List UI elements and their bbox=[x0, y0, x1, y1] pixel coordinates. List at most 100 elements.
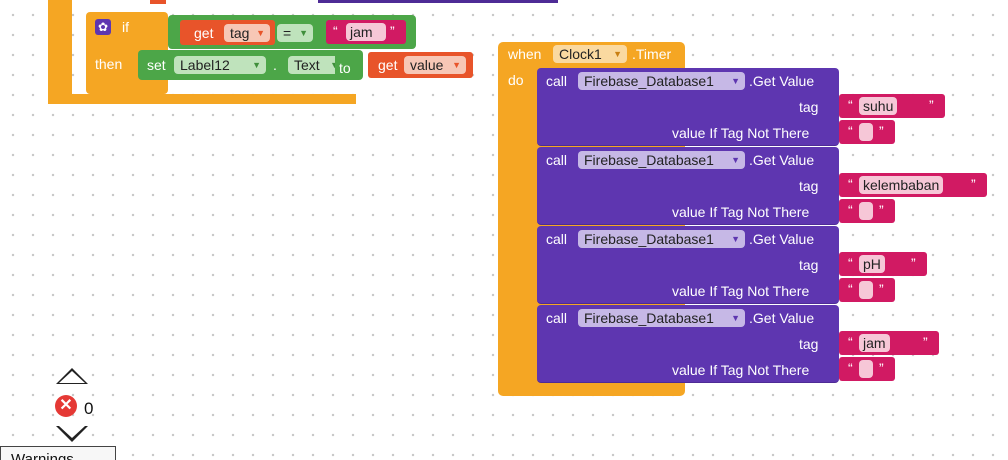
empty-string-value[interactable] bbox=[859, 360, 873, 378]
get-label: get bbox=[194, 25, 214, 41]
dot-label: . bbox=[273, 57, 277, 73]
chevron-down-icon: ▼ bbox=[731, 234, 740, 244]
string-block-empty[interactable]: “ ” bbox=[839, 199, 895, 223]
component-dropdown-label12[interactable]: Label12 ▼ bbox=[174, 56, 266, 74]
arrow-up-icon-inner bbox=[59, 371, 85, 383]
quote-open-icon: “ bbox=[848, 334, 853, 350]
empty-string-value[interactable] bbox=[859, 123, 873, 141]
quote-close-icon: ” bbox=[971, 176, 976, 192]
event-label: .Timer bbox=[632, 46, 672, 62]
default-value-label: value If Tag Not There bbox=[672, 204, 810, 220]
firebase-getvalue-call-block[interactable]: call Firebase_Database1 ▼ .Get Value tag… bbox=[537, 305, 839, 383]
warnings-toggle-button[interactable]: Warnings bbox=[0, 446, 116, 460]
chevron-down-icon: ▼ bbox=[252, 60, 261, 70]
component-name: Firebase_Database1 bbox=[584, 231, 714, 247]
chevron-down-icon: ▼ bbox=[731, 155, 740, 165]
quote-open-icon: “ bbox=[848, 255, 853, 271]
empty-string-value[interactable] bbox=[859, 281, 873, 299]
empty-string-value[interactable] bbox=[859, 202, 873, 220]
string-block-empty[interactable]: “ ” bbox=[839, 278, 895, 302]
method-label: .Get Value bbox=[749, 152, 815, 168]
quote-close-icon: ” bbox=[929, 97, 934, 113]
call-label: call bbox=[546, 152, 568, 168]
component-dropdown-firebase[interactable]: Firebase_Database1 ▼ bbox=[578, 72, 745, 90]
quote-close-icon: ” bbox=[879, 202, 884, 218]
method-label: .Get Value bbox=[749, 73, 815, 89]
string-block-empty[interactable]: “ ” bbox=[839, 357, 895, 381]
error-count: 0 bbox=[84, 399, 94, 418]
arrow-down-icon-inner bbox=[59, 426, 85, 438]
string-block-tag[interactable]: “ pH ” bbox=[839, 252, 927, 276]
quote-open-icon: “ bbox=[848, 202, 853, 218]
compare-block[interactable]: get tag ▼ = ▼ “ jam ” bbox=[168, 15, 416, 49]
quote-open-icon: “ bbox=[848, 97, 853, 113]
tag-string-value[interactable]: pH bbox=[859, 255, 885, 273]
warnings-label: Warnings bbox=[11, 451, 74, 460]
call-label: call bbox=[546, 310, 568, 326]
method-label: .Get Value bbox=[749, 231, 815, 247]
when-label: when bbox=[508, 46, 542, 62]
chevron-down-icon: ▼ bbox=[731, 313, 740, 323]
quote-close-icon: ” bbox=[879, 281, 884, 297]
operator-dropdown[interactable]: = ▼ bbox=[277, 24, 313, 42]
component-dropdown-firebase[interactable]: Firebase_Database1 ▼ bbox=[578, 151, 745, 169]
outer-event-block[interactable] bbox=[48, 0, 72, 104]
get-value-block[interactable]: get value ▼ bbox=[368, 52, 473, 78]
chevron-down-icon: ▼ bbox=[731, 76, 740, 86]
then-label: then bbox=[95, 56, 123, 72]
property-name: Text bbox=[294, 57, 320, 73]
set-label-block[interactable]: set Label12 ▼ . Text ▼ bbox=[138, 50, 363, 80]
component-name: Firebase_Database1 bbox=[584, 73, 714, 89]
call-label: call bbox=[546, 73, 568, 89]
method-label: .Get Value bbox=[749, 310, 815, 326]
outer-event-bottom-bar bbox=[48, 94, 356, 104]
warnings-panel: ✕ 0 bbox=[52, 368, 112, 444]
string-block-jam[interactable]: “ jam ” bbox=[326, 20, 406, 44]
firebase-getvalue-call-block[interactable]: call Firebase_Database1 ▼ .Get Value tag… bbox=[537, 68, 839, 146]
tag-string-value[interactable]: kelembaban bbox=[859, 176, 944, 194]
component-name: Firebase_Database1 bbox=[584, 152, 714, 168]
variable-name: tag bbox=[230, 25, 250, 41]
quote-open-icon: “ bbox=[848, 360, 853, 376]
quote-close-icon: ” bbox=[911, 255, 916, 271]
chevron-down-icon: ▼ bbox=[613, 49, 622, 59]
do-label: do bbox=[508, 72, 524, 88]
variable-dropdown-tag[interactable]: tag ▼ bbox=[224, 24, 270, 42]
tag-label: tag bbox=[799, 99, 819, 115]
quote-close-icon: ” bbox=[923, 334, 928, 350]
to-label: to bbox=[335, 56, 359, 80]
operator-value: = bbox=[283, 25, 292, 41]
top-purple-stub bbox=[318, 0, 558, 3]
component-dropdown-firebase[interactable]: Firebase_Database1 ▼ bbox=[578, 309, 745, 327]
quote-close-icon: ” bbox=[390, 23, 395, 39]
firebase-getvalue-call-block[interactable]: call Firebase_Database1 ▼ .Get Value tag… bbox=[537, 147, 839, 225]
quote-open-icon: “ bbox=[848, 176, 853, 192]
default-value-label: value If Tag Not There bbox=[672, 125, 810, 141]
string-block-tag[interactable]: “ suhu ” bbox=[839, 94, 945, 118]
string-value[interactable]: jam bbox=[346, 23, 386, 41]
tag-string-value[interactable]: suhu bbox=[859, 97, 898, 115]
component-dropdown-clock1[interactable]: Clock1 ▼ bbox=[553, 45, 627, 63]
component-name: Firebase_Database1 bbox=[584, 310, 714, 326]
variable-dropdown-value[interactable]: value ▼ bbox=[404, 56, 466, 74]
chevron-down-icon: ▼ bbox=[256, 28, 265, 38]
string-block-tag[interactable]: “ kelembaban ” bbox=[839, 173, 987, 197]
gear-icon[interactable]: ✿ bbox=[95, 19, 111, 35]
get-label: get bbox=[378, 57, 398, 73]
component-dropdown-firebase[interactable]: Firebase_Database1 ▼ bbox=[578, 230, 745, 248]
component-name: Clock1 bbox=[559, 46, 602, 62]
if-label: if bbox=[122, 19, 129, 35]
quote-close-icon: ” bbox=[879, 123, 884, 139]
string-block-tag[interactable]: “ jam ” bbox=[839, 331, 939, 355]
default-value-label: value If Tag Not There bbox=[672, 362, 810, 378]
get-tag-block[interactable]: get tag ▼ bbox=[180, 20, 275, 45]
quote-close-icon: ” bbox=[879, 360, 884, 376]
property-dropdown-text[interactable]: Text ▼ bbox=[288, 56, 344, 74]
tag-string-value[interactable]: jam bbox=[859, 334, 890, 352]
firebase-getvalue-call-block[interactable]: call Firebase_Database1 ▼ .Get Value tag… bbox=[537, 226, 839, 304]
string-block-empty[interactable]: “ ” bbox=[839, 120, 895, 144]
quote-open-icon: “ bbox=[848, 123, 853, 139]
variable-name: value bbox=[410, 57, 444, 73]
error-icon[interactable]: ✕ bbox=[55, 395, 77, 417]
chevron-down-icon: ▼ bbox=[299, 28, 308, 38]
